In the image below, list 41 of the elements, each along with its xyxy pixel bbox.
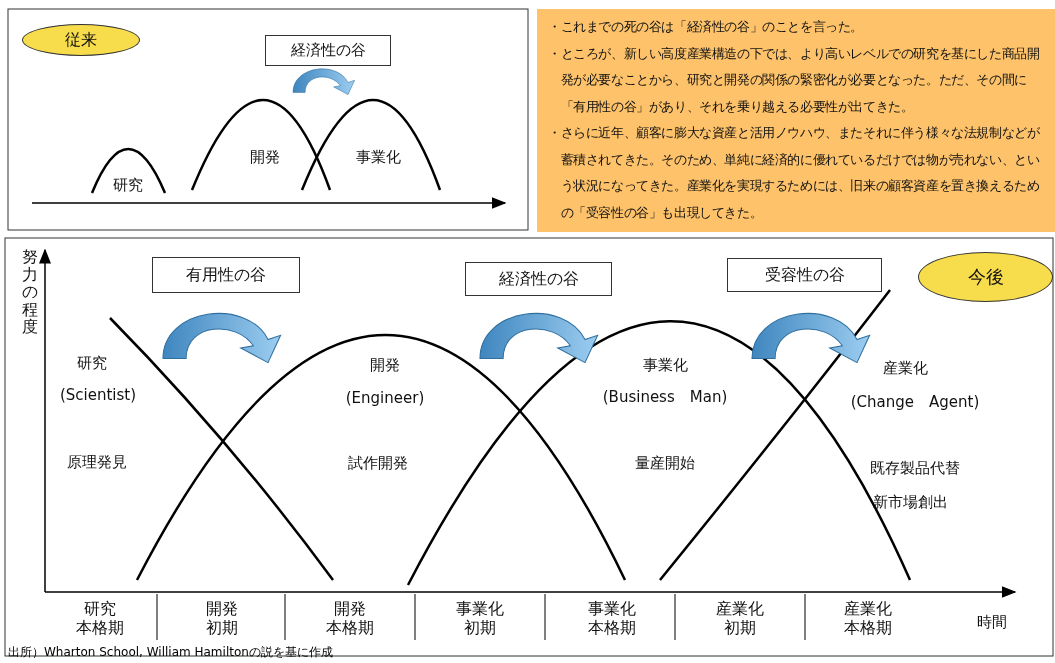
- role-label: (Engineer): [345, 388, 425, 408]
- phase-label: 産業化: [882, 358, 928, 378]
- role-label: (Scientist): [59, 385, 137, 405]
- valley-label-box: [465, 262, 612, 296]
- activity-label: 新市場創出: [872, 492, 948, 512]
- axis-title: 時間: [977, 612, 1007, 632]
- box-title: 有用性の谷: [186, 264, 266, 286]
- period-label: 研究本格期: [76, 598, 124, 638]
- axis-title: 努力の程度: [21, 248, 39, 336]
- activity-label: 試作開発: [348, 453, 408, 473]
- label-ellipse: [918, 252, 1053, 302]
- phase-label: 研究: [113, 175, 143, 195]
- activity-label: 原理発見: [67, 452, 127, 472]
- phase-label: 事業化: [642, 355, 688, 375]
- source-caption: 出所）Wharton School, William Hamiltonの説を基に作成: [8, 644, 333, 661]
- role-label: (Change Agent): [850, 392, 980, 412]
- period-label: 事業化初期: [456, 598, 504, 638]
- role-label: (Business Man): [602, 387, 728, 407]
- period-label: 産業化初期: [716, 598, 764, 638]
- box-title: 従来: [65, 29, 97, 51]
- box-title: 経済性の谷: [498, 268, 579, 290]
- activity-label: 量産開始: [635, 453, 695, 473]
- period-label: 事業化本格期: [588, 598, 636, 638]
- valley-label-box: [265, 35, 391, 66]
- note-box: [537, 9, 1055, 232]
- period-label: 産業化本格期: [844, 598, 892, 638]
- phase-label: 開発: [250, 147, 280, 167]
- box-title: 経済性の谷: [290, 41, 366, 60]
- phase-label: 開発: [370, 355, 400, 375]
- phase-label: 研究: [77, 353, 107, 373]
- bullet-paragraph: ・さらに近年、顧客に膨大な資産と活用ノウハウ、またそれに伴う様々な法規制などが蓄積されてきた。そのため、単純に経済的に優れているだけでは物が売れない、という状況になってきた。産業化を実現するためには、旧来の顧客資産を置き換えるための「受容性の谷」も出現してきた。: [548, 124, 1041, 222]
- valley-label-box: [727, 258, 882, 292]
- bullet-paragraph: ・ところが、新しい高度産業構造の下では、より高いレベルでの研究を基にした商品開発が必要なことから、研究と開発の関係の緊密化が必要となった。ただ、その間に「有用性の谷」があり、それを乗り越える必要性が出てきた。: [548, 44, 1041, 116]
- box-title: 今後: [967, 265, 1004, 289]
- period-label: 開発初期: [206, 598, 238, 638]
- bullet-paragraph: ・これまでの死の谷は「経済性の谷」のことを言った。: [548, 18, 864, 36]
- activity-label: 既存製品代替: [870, 458, 960, 478]
- phase-label: 事業化: [355, 147, 401, 167]
- period-label: 開発本格期: [326, 598, 374, 638]
- box-title: 受容性の谷: [764, 264, 845, 286]
- valley-label-box: [152, 257, 300, 293]
